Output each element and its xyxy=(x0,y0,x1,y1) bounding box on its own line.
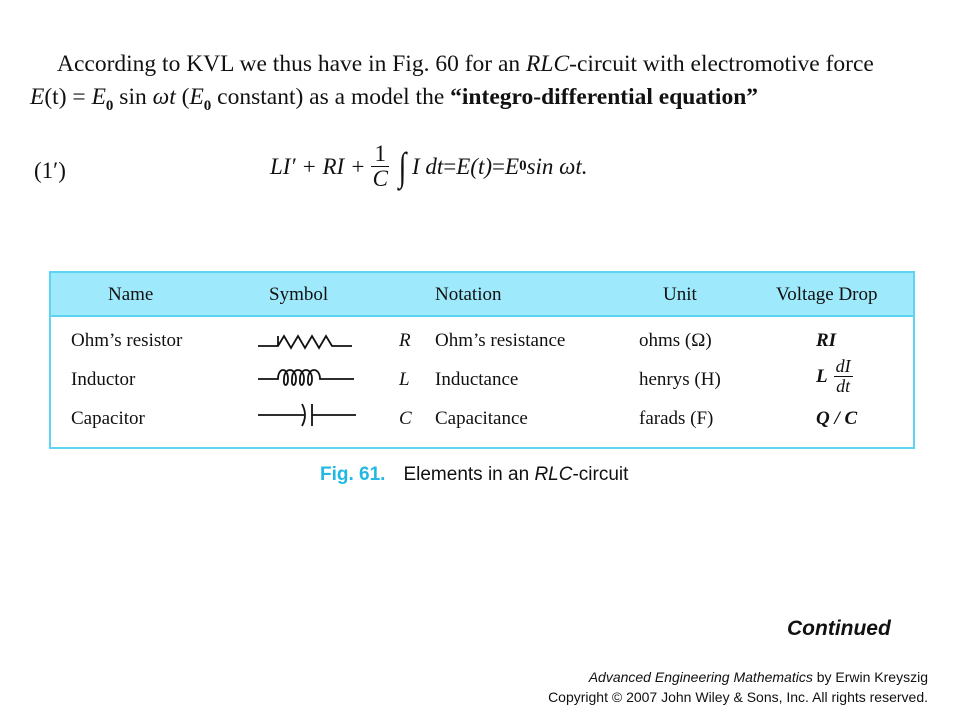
intro-paren: ( xyxy=(175,84,190,110)
equation-equals: = xyxy=(443,153,457,179)
row-unit: farads (F) xyxy=(639,408,714,429)
continued-label: Continued xyxy=(787,617,891,640)
intro-wt: ωt xyxy=(152,84,176,110)
capacitor-icon xyxy=(258,403,356,427)
intro-sub: 0 xyxy=(105,98,114,114)
equation-fraction: 1 C xyxy=(371,142,389,191)
equation-equals: = xyxy=(492,153,505,179)
intro-sin: sin xyxy=(113,84,153,110)
equation-lhs: LI′ + RI + xyxy=(270,153,366,179)
intro-paragraph: According to KVL we thus have in Fig. 60… xyxy=(30,48,945,123)
intro-t: (t) xyxy=(44,84,67,110)
footer-book-line: Advanced Engineering Mathematics by Erwi… xyxy=(548,667,928,687)
intro-sub: 0 xyxy=(203,98,212,114)
intro-text: -circuit with electromotive force xyxy=(569,51,874,77)
equation-e0: E xyxy=(505,153,520,179)
equation-et: E(t) xyxy=(456,153,493,179)
row-voltage-drop: Q / C xyxy=(816,408,858,429)
intro-text: According to KVL we thus have in Fig. 60… xyxy=(57,51,527,77)
intro-equals: = xyxy=(66,84,92,110)
footer-author: by Erwin Kreyszig xyxy=(812,669,928,685)
intro-text: constant) as a model the xyxy=(211,84,451,110)
row-unit: ohms (Ω) xyxy=(639,330,712,351)
intro-line-1: According to KVL we thus have in Fig. 60… xyxy=(30,48,945,81)
row-name: Inductor xyxy=(71,369,136,390)
fraction-denominator: C xyxy=(372,166,388,191)
row-name: Capacitor xyxy=(71,408,145,429)
drop-numerator: dI xyxy=(833,356,853,377)
row-letter: R xyxy=(399,330,411,351)
footer-book-title: Advanced Engineering Mathematics xyxy=(588,669,813,685)
row-name: Ohm’s resistor xyxy=(71,330,183,351)
caption-rlc: RLC xyxy=(534,464,573,485)
row-notation: Inductance xyxy=(435,369,519,390)
fraction-numerator: 1 xyxy=(371,142,389,167)
row-unit: henrys (H) xyxy=(639,369,721,390)
inductor-icon xyxy=(258,369,354,386)
intro-e0: E xyxy=(189,84,204,110)
row-voltage-drop: L dI dt xyxy=(816,357,853,396)
footer-copyright: Copyright © 2007 John Wiley & Sons, Inc.… xyxy=(548,689,928,705)
intro-bold-term: “integro-differential equation” xyxy=(450,84,759,110)
header-symbol: Symbol xyxy=(269,284,329,305)
intro-rlc: RLC xyxy=(526,51,570,77)
table-header: Name Symbol Notation Unit Voltage Drop xyxy=(51,273,913,317)
row-voltage-drop: RI xyxy=(816,330,837,351)
footer: Advanced Engineering Mathematics by Erwi… xyxy=(548,667,928,707)
row-notation: Ohm’s resistance xyxy=(435,330,566,351)
intro-e0: E xyxy=(91,84,106,110)
row-notation: Capacitance xyxy=(435,408,528,429)
drop-fraction: dI dt xyxy=(833,356,853,396)
resistor-icon xyxy=(258,334,352,350)
elements-table: Name Symbol Notation Unit Voltage Drop O… xyxy=(49,271,915,449)
header-notation: Notation xyxy=(435,284,502,305)
caption-text: -circuit xyxy=(572,464,629,485)
header-voltage-drop: Voltage Drop xyxy=(776,284,878,305)
figure-caption: Fig. 61. Elements in an RLC-circuit xyxy=(320,464,628,486)
equation-integrand: I dt xyxy=(411,153,444,179)
caption-text: Elements in an xyxy=(403,464,535,485)
intro-line-2: E(t) = E0 sin ωt (E0 constant) as a mode… xyxy=(30,81,945,123)
drop-denominator: dt xyxy=(836,376,851,396)
integral-sign: ∫ xyxy=(398,143,407,189)
equation-number: (1′) xyxy=(34,158,66,183)
equation-sub: 0 xyxy=(519,158,527,174)
intro-e: E xyxy=(30,84,45,110)
row-letter: L xyxy=(399,369,410,390)
drop-l: L xyxy=(816,365,828,387)
row-letter: C xyxy=(399,408,412,429)
caption-fig-label: Fig. 61. xyxy=(320,464,386,485)
equation-rhs: sin ωt. xyxy=(526,153,588,179)
header-unit: Unit xyxy=(663,284,697,305)
header-name: Name xyxy=(108,284,154,305)
